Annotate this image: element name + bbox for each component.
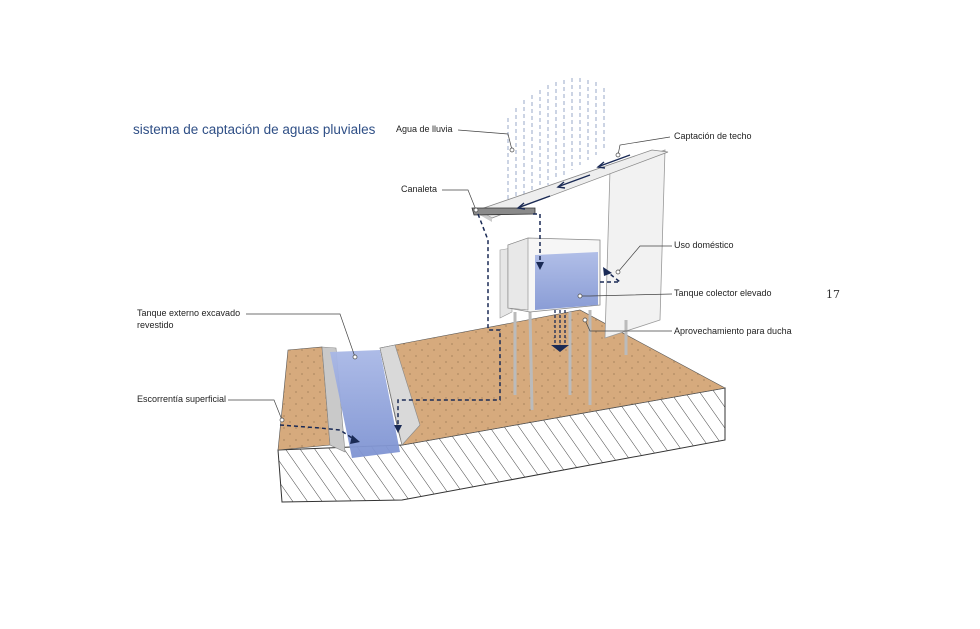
label-tanque-externo-line1: Tanque externo excavado (137, 308, 240, 319)
label-escorrentia: Escorrentía superficial (137, 394, 226, 405)
label-tanque-elevado: Tanque colector elevado (674, 288, 772, 299)
label-tanque-externo-line2: revestido (137, 320, 174, 331)
label-uso-domestico: Uso doméstico (674, 240, 734, 251)
label-canaleta: Canaleta (401, 184, 437, 195)
page-number: 17 (826, 288, 840, 301)
diagram-title: sistema de captación de aguas pluviales (133, 122, 375, 137)
gutter (472, 208, 535, 215)
label-aprovechamiento: Aprovechamiento para ducha (674, 326, 792, 337)
elevated-tank (508, 238, 600, 312)
label-captacion-techo: Captación de techo (674, 131, 752, 142)
label-agua-lluvia: Agua de lluvia (396, 124, 453, 135)
